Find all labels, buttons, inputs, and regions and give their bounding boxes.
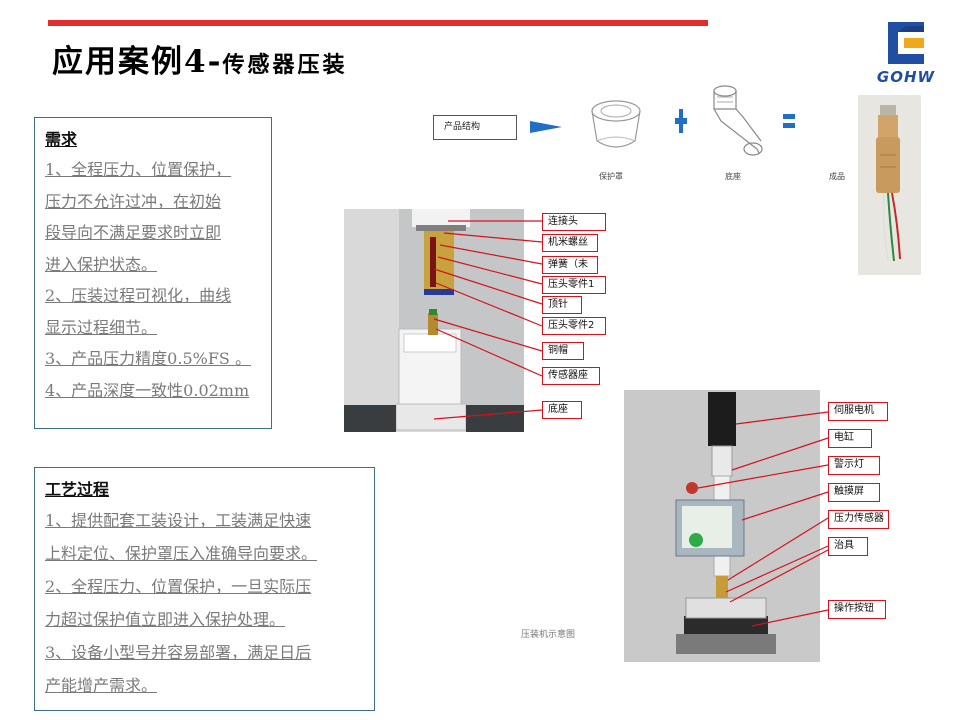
plus-icon [675,109,687,133]
arrow-right-icon [530,121,562,133]
part2-caption: 底座 [725,172,741,181]
requirements-line: 压力不允许过冲，在初始 [45,191,222,211]
process-box: 工艺过程 1、提供配套工装设计，工装满足快速 上料定位、保护罩压入准确导向要求。… [34,467,375,711]
requirements-line: 段导向不满足要求时立即 [45,223,222,242]
press-machine-drawing [624,390,829,662]
requirements-line: 2、压装过程可视化，曲线 [45,286,232,305]
process-heading: 工艺过程 [45,480,110,499]
result-caption: 成品 [829,172,845,181]
requirements-line: 1、全程压力、位置保护， [45,160,232,179]
logo-text: GOHW [876,68,936,86]
fixture-drawing [344,209,543,432]
process-line: 3、设备小型号并容易部署，满足日后 [45,643,312,662]
requirements-box: 需求 1、全程压力、位置保护， 压力不允许过冲，在初始 段导向不满足要求时立即 … [34,117,272,429]
callout-spring: 弹簧（未 [542,256,598,274]
machine-caption: 压装机示意图 [521,630,576,640]
press-machine-diagram: 伺服电机 电缸 警示灯 触摸屏 压力传感器 治具 操作按钮 [624,390,889,662]
sensor-product-image [876,105,901,262]
product-structure: 产品结构 保护罩 底座 成品 [423,85,863,185]
process-line: 上料定位、保护罩压入准确导向要求。 [45,544,318,563]
callout-operation-button: 操作按钮 [828,600,886,619]
part1-caption: 保护罩 [599,172,623,181]
callout-servo-motor: 伺服电机 [828,402,888,421]
callout-head-part1: 压头零件1 [542,276,606,294]
requirements-line: 显示过程细节。 [45,317,158,337]
process-line: 力超过保护值立即进入保护处理。 [45,610,286,629]
callout-touch-screen: 触摸屏 [828,483,880,502]
process-line: 产能增产需求。 [45,676,158,695]
equals-icon [783,114,795,128]
requirements-line: 3、产品压力精度0.5%FS 。 [45,349,251,368]
page-title: 应用案例4-传感器压装 [52,36,347,81]
fixture-section-diagram: 连接头 机米螺丝 弹簧（未 压头零件1 顶针 压头零件2 铜帽 传感器座 底座 [344,209,612,432]
title-sub: 传感器压装 [222,52,348,78]
callout-sensor-seat: 传感器座 [542,367,600,385]
callout-base: 底座 [542,401,582,419]
requirements-line: 进入保护状态。 [45,254,158,274]
process-line: 2、全程压力、位置保护，一旦实际压 [45,577,312,596]
base-part-image [713,85,763,156]
callout-head-part2: 压头零件2 [542,317,606,335]
protective-cover-image [591,100,641,148]
callout-copper-cap: 铜帽 [542,342,584,360]
requirements-heading: 需求 [45,130,78,149]
finished-product-photo [858,95,921,275]
title-main: 应用案例4- [52,44,223,80]
callout-pressure-sensor: 压力传感器 [828,510,889,529]
callout-electric-cylinder: 电缸 [828,429,872,448]
callout-connector: 连接头 [542,213,606,231]
process-line: 1、提供配套工装设计，工装满足快速 [45,511,312,530]
logo-mark-icon [888,22,924,64]
title-accent-bar [48,20,708,26]
callout-set-screw: 机米螺丝 [542,234,598,252]
structure-label: 产品结构 [433,115,517,140]
callout-warning-light: 警示灯 [828,456,880,475]
callout-ejector-pin: 顶针 [542,296,582,314]
company-logo: GOHW [868,20,944,90]
callout-jig: 治具 [828,537,868,556]
requirements-line: 4、产品深度一致性0.02mm [45,380,250,400]
